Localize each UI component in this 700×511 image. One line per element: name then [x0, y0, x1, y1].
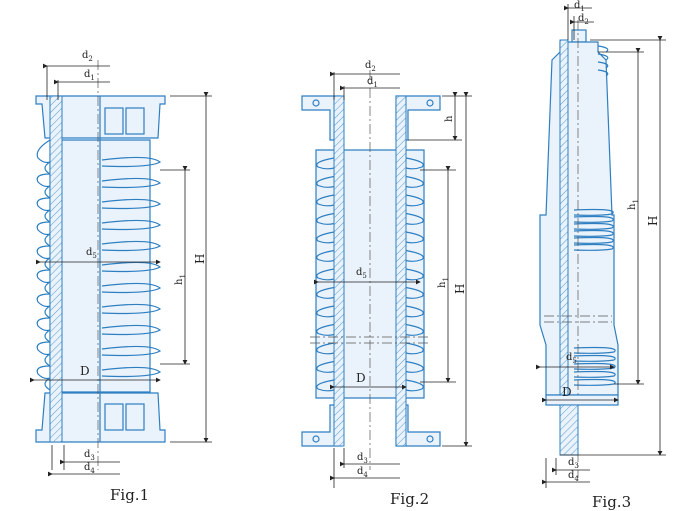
fig3-label-d1: d1: [574, 0, 585, 13]
fig2-shed-right: [405, 379, 424, 392]
fig2-shed-left: [316, 342, 335, 355]
fig1-label-D: D: [80, 364, 90, 378]
fig3-top-fin: [597, 69, 609, 77]
fig2-shed-left: [316, 305, 335, 318]
fig3-label-d2: d2: [578, 13, 589, 26]
fig3-label-D: D: [562, 385, 572, 399]
fig2-shed-left: [316, 249, 335, 262]
figure-2: d2 d1 d5 D d3 d4 H h h1 Fig.2: [301, 60, 472, 508]
fig3-label-H: H: [646, 216, 660, 226]
fig2-shed-left: [316, 360, 335, 373]
fig2-shed-left: [316, 212, 335, 225]
fig2-label-h1: h1: [437, 277, 450, 288]
fig2-shed-right: [405, 231, 424, 244]
fig3-top-fin: [597, 61, 609, 69]
fig1-shed-rib: [101, 156, 162, 168]
fig2-shed-left: [316, 175, 335, 188]
fig2-shed-right: [405, 286, 424, 299]
fig2-shed-right: [405, 175, 424, 188]
fig3-low-fin: [573, 370, 616, 378]
fig3-mid-fin: [573, 229, 614, 237]
fig2-label-d3: d3: [357, 452, 368, 465]
fig1-bottom-window-1: [104, 403, 124, 431]
fig1-top-window-2: [125, 107, 145, 135]
fig2-label-d1: d1: [367, 76, 378, 89]
fig3-mid-fin: [573, 208, 614, 216]
fig1-label-d5: d5: [86, 247, 97, 260]
fig1-shed-rib: [101, 219, 162, 231]
fig3-low-fin: [573, 346, 616, 354]
figure-1: d2 d1 d5 D d3 d4 H h1 Fig.1: [30, 50, 212, 504]
fig3-base-tube: [559, 404, 579, 456]
fig2-label-d4: d4: [357, 466, 368, 479]
figure-3: d1 d2 d5 D d3 d4 H h1 Fig.3: [536, 0, 666, 511]
fig2-shed-left: [316, 231, 335, 244]
fig1-shed-rib: [101, 303, 162, 315]
fig2-core-wall-left: [333, 95, 345, 447]
fig2-label-d2: d2: [365, 60, 376, 73]
fig3-label-d3: d3: [568, 457, 579, 470]
fig2-caption: Fig.2: [390, 490, 429, 508]
fig1-shed-rib: [101, 240, 162, 252]
fig3-core-wall: [559, 39, 569, 401]
fig3-label-h1: h1: [627, 199, 640, 210]
fig3-sheds: [573, 45, 616, 386]
fig2-shed-right: [405, 194, 424, 207]
fig2-shed-left: [316, 157, 335, 170]
fig1-label-H: H: [193, 254, 207, 264]
fig2-shed-left: [316, 379, 335, 392]
fig2-label-D: D: [356, 371, 366, 385]
fig2-shed-left: [316, 286, 335, 299]
fig1-label-h1: h1: [174, 274, 187, 285]
fig2-label-h: h: [444, 115, 455, 122]
fig3-body: [539, 41, 619, 396]
fig3-caption: Fig.3: [592, 493, 631, 511]
fig1-label-d2: d2: [82, 50, 93, 63]
fig1-core-wall: [49, 95, 63, 443]
fig2-label-d5: d5: [356, 267, 367, 280]
fig1-shed-rib: [101, 345, 162, 357]
fig1-left-sheds-outline: [36, 139, 53, 391]
fig2-shed-right: [405, 212, 424, 225]
fig1-label-d4: d4: [84, 462, 95, 475]
fig2-core-wall-right: [395, 95, 407, 447]
fig2-label-H: H: [453, 284, 467, 294]
fig3-top-fin: [597, 53, 609, 61]
fig2-shed-right: [405, 360, 424, 373]
fig2-shed-right: [405, 323, 424, 336]
fig3-mid-fin: [573, 236, 614, 244]
fig3-mid-fin: [573, 215, 614, 223]
fig3-mid-fin: [573, 243, 614, 251]
fig1-shed-rib: [101, 177, 162, 189]
fig2-shed-right: [405, 157, 424, 170]
fig3-label-d4: d4: [568, 470, 579, 483]
fig1-label-d1: d1: [84, 69, 95, 82]
fig1-shed-rib: [101, 324, 162, 336]
fig1-caption: Fig.1: [110, 486, 149, 504]
fig2-shed-left: [316, 194, 335, 207]
fig2-shed-right: [405, 249, 424, 262]
fig2-shed-right: [405, 305, 424, 318]
fig1-top-window-1: [104, 107, 124, 135]
fig3-low-fin: [573, 354, 616, 362]
fig2-shed-left: [316, 323, 335, 336]
fig3-top-fin: [597, 45, 609, 53]
fig1-label-d3: d3: [84, 449, 95, 462]
fig3-mid-fin: [573, 222, 614, 230]
fig1-shed-rib: [101, 366, 162, 378]
fig1-bottom-window-2: [125, 403, 145, 431]
fig3-label-d5: d5: [566, 352, 577, 365]
fig2-shed-right: [405, 342, 424, 355]
fig1-shed-rib: [101, 282, 162, 294]
fig1-shed-rib: [101, 198, 162, 210]
